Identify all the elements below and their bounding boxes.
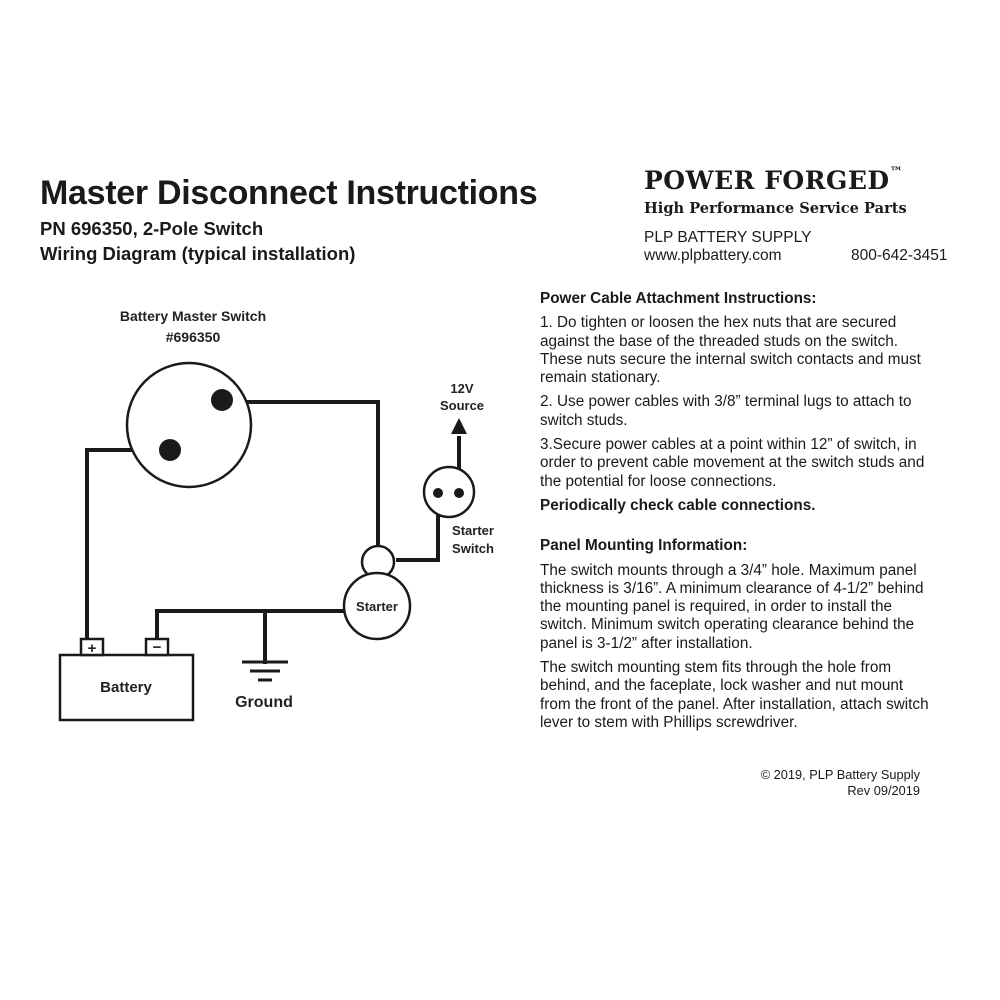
footer: © 2019, PLP Battery Supply Rev 09/2019	[680, 767, 920, 799]
trademark-symbol: ™	[889, 164, 904, 180]
master-switch-body	[125, 361, 253, 489]
ground-icon	[242, 660, 288, 682]
wire-switch-to-battery	[85, 448, 167, 642]
company-phone: 800-642-3451	[851, 247, 948, 264]
switch-label-line2: #696350	[166, 329, 221, 345]
panel-mounting-paragraph-2: The switch mounting stem fits through th…	[540, 659, 929, 731]
battery-negative-sign: −	[153, 639, 162, 656]
battery-positive-terminal	[79, 637, 105, 657]
brand-name: POWER FORGED	[644, 166, 890, 195]
panel-mounting-paragraph-1: The switch mounts through a 3/4” hole. M…	[540, 561, 924, 652]
starter-switch-body	[422, 465, 476, 519]
cable-check-note: Periodically check cable connections.	[540, 496, 816, 514]
master-switch-terminal-2	[159, 439, 181, 461]
power-cable-step-1: 1. Do tighten or loosen the hex nuts tha…	[540, 314, 921, 387]
revision-text: Rev 09/2019	[847, 783, 920, 798]
battery-positive-sign: +	[88, 640, 97, 657]
company-website: www.plpbattery.com	[644, 247, 782, 264]
wire-battery-negative-to-ground	[155, 609, 346, 642]
source-label-line1: 12V	[450, 381, 473, 396]
wire-switch-to-starter	[218, 400, 380, 550]
diagram-subtitle: Wiring Diagram (typical installation)	[40, 243, 356, 264]
starter-switch-terminal-2	[454, 488, 464, 498]
battery-body	[58, 653, 195, 722]
source-label-line2: Source	[440, 398, 484, 413]
master-switch-terminal-1	[211, 389, 233, 411]
part-number-subtitle: PN 696350, 2-Pole Switch	[40, 218, 264, 239]
company-name: PLP BATTERY SUPPLY	[644, 229, 812, 246]
ground-label: Ground	[235, 694, 293, 711]
starter-switch-label-line1: Starter	[452, 523, 494, 538]
starter-label: Starter	[356, 599, 398, 614]
switch-label-line1: Battery Master Switch	[120, 308, 266, 324]
brand-logo: POWER FORGED™	[644, 164, 904, 195]
power-cable-heading: Power Cable Attachment Instructions:	[540, 290, 817, 307]
source-arrow-icon	[451, 418, 467, 434]
panel-mounting-heading: Panel Mounting Information:	[540, 537, 748, 555]
copyright-text: © 2019, PLP Battery Supply	[760, 767, 920, 782]
starter-motor	[342, 571, 412, 641]
brand-tagline: High Performance Service Parts	[644, 200, 907, 217]
battery-negative-terminal	[144, 637, 170, 657]
instructions-column: Power Cable Attachment Instructions: 1. …	[540, 290, 935, 738]
wiring-diagram: Battery Master Switch #696350 12V Source…	[58, 308, 494, 722]
page-title: Master Disconnect Instructions	[40, 174, 538, 212]
power-cable-step-2: 2. Use power cables with 3/8” terminal l…	[540, 393, 912, 429]
starter-switch-terminal-1	[433, 488, 443, 498]
power-cable-step-3: 3.Secure power cables at a point within …	[540, 436, 925, 490]
starter-switch-label-line2: Switch	[452, 541, 494, 556]
battery-label: Battery	[100, 679, 152, 696]
